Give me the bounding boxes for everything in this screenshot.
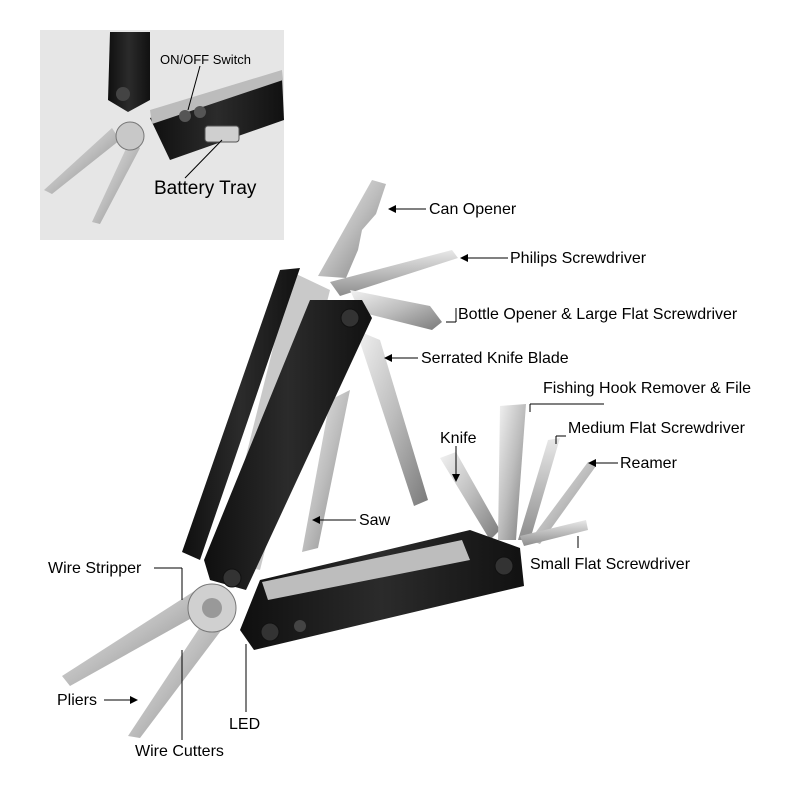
label-can-opener: Can Opener — [429, 201, 517, 218]
inset-switch — [179, 110, 191, 122]
inset-switch-leader — [187, 65, 201, 111]
bottle-opener-blade — [350, 290, 442, 330]
label-pliers: Pliers — [57, 692, 98, 709]
inset-plier-jaw-1 — [44, 128, 120, 194]
small-flat-screwdriver-blade — [520, 520, 588, 546]
can-opener-blade — [318, 180, 386, 278]
arrow-reamer — [588, 459, 596, 467]
led-switch — [294, 620, 306, 632]
arrow-philips — [460, 254, 468, 262]
label-bottle-opener: Bottle Opener & Large Flat Screwdriver — [458, 306, 738, 323]
arrow-pliers — [130, 696, 138, 704]
philips-screwdriver-blade — [330, 250, 458, 296]
label-wire-stripper: Wire Stripper — [48, 560, 142, 577]
saw-blade — [302, 390, 350, 552]
plier-jaw-lower — [128, 612, 226, 738]
inset-battery-tray — [204, 125, 240, 143]
lower-handle-screw-left — [260, 622, 280, 642]
label-saw: Saw — [359, 512, 391, 529]
fishing-hook-file-blade — [498, 404, 526, 540]
inset-screw — [116, 87, 130, 101]
arrow-saw — [312, 516, 320, 524]
inset-panel — [40, 30, 284, 240]
label-battery-tray: Battery Tray — [154, 178, 257, 199]
inset-tray-leader — [184, 139, 223, 179]
plier-pivot-center — [202, 598, 222, 618]
label-on-off-switch: ON/OFF Switch — [160, 52, 252, 67]
serrated-knife-blade — [356, 330, 428, 506]
arrow-serrated — [384, 354, 392, 362]
pliers — [62, 583, 237, 738]
inset-upper-handle — [108, 32, 150, 112]
label-medium-flat: Medium Flat Screwdriver — [568, 420, 745, 437]
lower-handle-steel-edge — [262, 540, 470, 600]
upper-handle-grip — [204, 300, 372, 590]
medium-flat-screwdriver-blade — [518, 438, 560, 540]
inset-switch-2 — [194, 106, 206, 118]
tool-blades — [302, 180, 596, 552]
knife-blade — [440, 452, 500, 540]
lower-handle — [240, 530, 524, 650]
label-philips-screwdriver: Philips Screwdriver — [510, 250, 647, 267]
arrow-can-opener — [388, 205, 396, 213]
inset-pivot — [115, 121, 145, 151]
upper-handle-back-grip — [182, 268, 300, 560]
upper-handle-screw-top — [340, 308, 360, 328]
upper-handle — [182, 268, 372, 590]
inset-lower-handle — [150, 76, 284, 160]
label-knife: Knife — [440, 430, 477, 447]
label-wire-cutters: Wire Cutters — [135, 743, 224, 760]
label-led: LED — [229, 716, 261, 733]
label-serrated-knife: Serrated Knife Blade — [421, 350, 569, 367]
inset-plier-jaw-2 — [92, 140, 140, 224]
label-small-flat: Small Flat Screwdriver — [530, 556, 691, 573]
label-fishing-hook: Fishing Hook Remover & File — [543, 380, 752, 397]
reamer-blade — [530, 462, 596, 544]
arrow-knife — [452, 474, 460, 482]
plier-jaw-upper — [62, 590, 206, 686]
upper-handle-screw-bottom — [222, 568, 242, 588]
lower-handle-screw-right — [494, 556, 514, 576]
label-reamer: Reamer — [620, 455, 677, 472]
leader-lines — [104, 205, 618, 740]
